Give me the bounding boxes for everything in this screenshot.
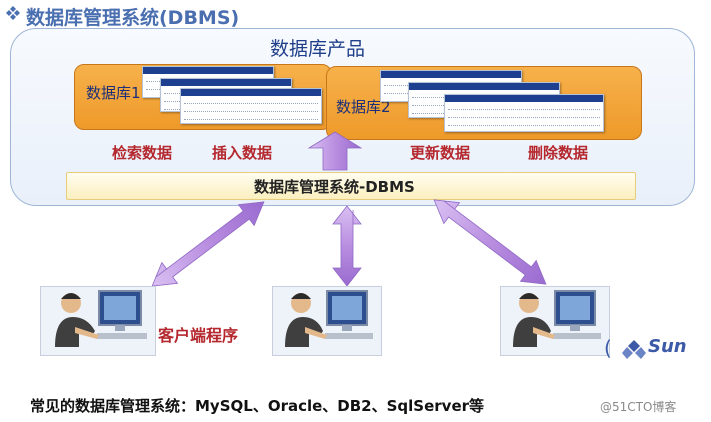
sun-logo-text: Sun xyxy=(648,336,687,357)
dbms-label: 数据库管理系统-DBMS xyxy=(254,178,415,196)
client-workstation xyxy=(40,286,156,356)
center-client-arrow xyxy=(332,205,362,287)
operation-insert-label: 插入数据 xyxy=(212,144,273,162)
logo-bracket-glyph: ( xyxy=(604,336,612,360)
operation-update-label: 更新数据 xyxy=(410,144,471,162)
table-thumbnail xyxy=(180,88,322,124)
operation-retrieve-label: 检索数据 xyxy=(112,144,173,162)
user-at-computer-icon xyxy=(55,290,147,347)
user-at-computer-icon xyxy=(285,290,373,347)
footer-caption: 常见的数据库管理系统：MySQL、Oracle、DB2、SqlServer等 xyxy=(30,397,485,415)
diamond-cluster-icon xyxy=(6,6,20,20)
operation-delete-label: 删除数据 xyxy=(528,144,589,162)
database-1-label: 数据库1 xyxy=(86,84,141,102)
sun-logo-icon xyxy=(622,340,646,359)
table-thumbnail xyxy=(444,94,604,132)
client-workstation xyxy=(500,286,610,356)
dbms-to-database-arrow xyxy=(307,131,363,171)
client-program-label: 客户端程序 xyxy=(158,326,239,345)
dbms-bar xyxy=(66,172,636,200)
left-client-arrow xyxy=(151,201,265,287)
watermark: @51CTO博客 xyxy=(600,400,677,414)
client-workstation xyxy=(272,286,382,356)
user-at-computer-icon xyxy=(513,290,601,347)
database-2-label: 数据库2 xyxy=(336,98,391,116)
right-client-arrow xyxy=(433,199,547,285)
product-label: 数据库产品 xyxy=(270,38,366,60)
diagram-title: 数据库管理系统(DBMS) xyxy=(26,7,240,29)
